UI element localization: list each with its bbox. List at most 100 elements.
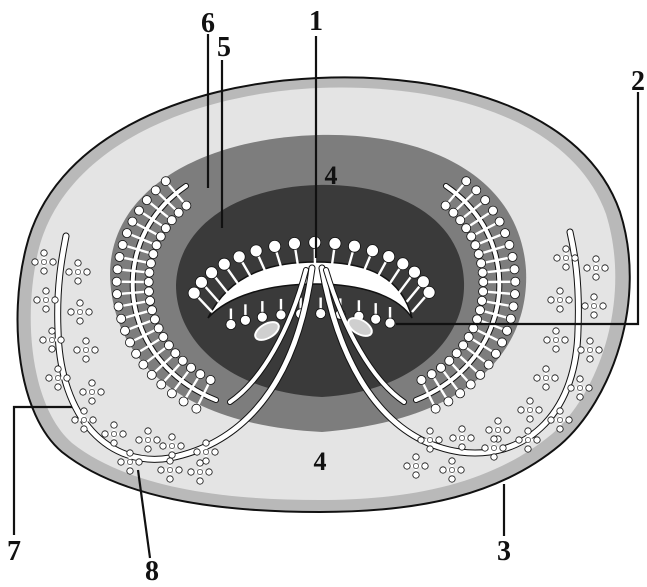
peripheral-gland-left-bud bbox=[58, 337, 64, 343]
peripheral-gland-right-bud bbox=[543, 384, 549, 390]
peripheral-gland-right-bud bbox=[568, 385, 574, 391]
peripheral-gland-left-bud bbox=[158, 467, 164, 473]
central-gland-left bbox=[135, 206, 144, 215]
periurethral-gland bbox=[195, 276, 207, 288]
peripheral-gland-right-bud bbox=[593, 274, 599, 280]
periurethral-gland bbox=[383, 251, 395, 263]
peripheral-gland-left-bud bbox=[89, 398, 95, 404]
central-gland-left bbox=[161, 177, 170, 186]
central-gland-right bbox=[436, 363, 445, 372]
peripheral-gland-right-bud bbox=[596, 347, 602, 353]
central-gland-left bbox=[187, 363, 196, 372]
central-gland-left bbox=[157, 380, 166, 389]
peripheral-gland-left-center bbox=[111, 431, 116, 436]
periurethral-gland bbox=[366, 245, 378, 257]
peripheral-gland-right-center bbox=[543, 375, 548, 380]
peripheral-gland-left-bud bbox=[41, 268, 47, 274]
periurethral-gland-lower bbox=[257, 312, 267, 322]
peripheral-gland-right-bud bbox=[600, 303, 606, 309]
periurethral-gland bbox=[188, 287, 200, 299]
peripheral-gland-left-bud bbox=[83, 338, 89, 344]
central-gland-left bbox=[182, 201, 191, 210]
central-gland-right bbox=[474, 250, 483, 259]
peripheral-gland-right-center bbox=[449, 467, 454, 472]
peripheral-gland-right-center bbox=[527, 407, 532, 412]
peripheral-gland-right-bud bbox=[459, 444, 465, 450]
peripheral-gland-left-bud bbox=[145, 428, 151, 434]
peripheral-gland-left-bud bbox=[55, 384, 61, 390]
peripheral-gland-left-center bbox=[83, 347, 88, 352]
periurethral-gland bbox=[206, 267, 218, 279]
label-1: 1 bbox=[309, 6, 323, 37]
central-gland-right bbox=[459, 341, 468, 350]
central-gland-left bbox=[151, 186, 160, 195]
periurethral-gland-lower bbox=[385, 318, 395, 328]
periurethral-gland-lower bbox=[276, 310, 286, 320]
central-gland-right bbox=[501, 229, 510, 238]
peripheral-gland-right-bud bbox=[563, 264, 569, 270]
central-gland-left bbox=[146, 296, 155, 305]
peripheral-gland-right-bud bbox=[548, 297, 554, 303]
central-gland-right bbox=[445, 356, 454, 365]
central-gland-left bbox=[117, 314, 126, 323]
central-gland-left bbox=[179, 397, 188, 406]
peripheral-gland-left-center bbox=[75, 269, 80, 274]
peripheral-gland-left-center bbox=[145, 437, 150, 442]
peripheral-gland-left-bud bbox=[136, 437, 142, 443]
periurethral-gland bbox=[288, 238, 300, 250]
peripheral-gland-left-bud bbox=[98, 389, 104, 395]
peripheral-gland-right-bud bbox=[418, 437, 424, 443]
central-gland-right bbox=[508, 253, 517, 262]
peripheral-gland-right-center bbox=[557, 297, 562, 302]
peripheral-gland-right-bud bbox=[500, 445, 506, 451]
central-gland-right bbox=[462, 177, 471, 186]
peripheral-gland-left-bud bbox=[206, 469, 212, 475]
central-gland-right bbox=[503, 326, 512, 335]
peripheral-gland-right-bud bbox=[525, 428, 531, 434]
central-gland-left bbox=[113, 290, 122, 299]
peripheral-gland-left-bud bbox=[92, 347, 98, 353]
central-gland-left bbox=[196, 370, 205, 379]
central-gland-left bbox=[154, 324, 163, 333]
peripheral-gland-left-bud bbox=[32, 259, 38, 265]
peripheral-gland-left-bud bbox=[84, 269, 90, 275]
periurethral-gland bbox=[417, 276, 429, 288]
peripheral-gland-left-bud bbox=[77, 318, 83, 324]
peripheral-gland-right-bud bbox=[486, 427, 492, 433]
peripheral-gland-right-center bbox=[563, 255, 568, 260]
central-gland-right bbox=[498, 338, 507, 347]
central-gland-right bbox=[481, 196, 490, 205]
central-gland-left bbox=[146, 259, 155, 268]
periurethral-gland bbox=[250, 245, 262, 257]
peripheral-gland-left-bud bbox=[197, 460, 203, 466]
peripheral-gland-left-bud bbox=[66, 269, 72, 275]
peripheral-gland-right-bud bbox=[557, 426, 563, 432]
central-gland-left bbox=[178, 356, 187, 365]
peripheral-gland-right-bud bbox=[491, 436, 497, 442]
periurethral-gland bbox=[348, 240, 360, 252]
peripheral-gland-left-center bbox=[49, 337, 54, 342]
peripheral-gland-right-bud bbox=[572, 255, 578, 261]
periurethral-gland-lower bbox=[240, 315, 250, 325]
central-gland-left bbox=[144, 287, 153, 296]
peripheral-gland-left-bud bbox=[212, 449, 218, 455]
peripheral-gland-right-bud bbox=[587, 338, 593, 344]
peripheral-gland-left-bud bbox=[46, 375, 52, 381]
peripheral-gland-right-bud bbox=[586, 385, 592, 391]
peripheral-gland-left-center bbox=[169, 443, 174, 448]
peripheral-gland-right-bud bbox=[593, 256, 599, 262]
peripheral-gland-right-bud bbox=[591, 312, 597, 318]
peripheral-gland-right-bud bbox=[504, 427, 510, 433]
peripheral-gland-left-center bbox=[89, 389, 94, 394]
peripheral-gland-left-bud bbox=[43, 306, 49, 312]
central-gland-right bbox=[472, 186, 481, 195]
peripheral-gland-left-bud bbox=[34, 297, 40, 303]
central-gland-right bbox=[506, 314, 515, 323]
peripheral-gland-right-bud bbox=[557, 408, 563, 414]
peripheral-gland-right-bud bbox=[427, 446, 433, 452]
peripheral-gland-left-bud bbox=[118, 459, 124, 465]
peripheral-gland-right-center bbox=[413, 463, 418, 468]
central-gland-left bbox=[142, 196, 151, 205]
peripheral-gland-left-bud bbox=[120, 431, 126, 437]
central-gland-right bbox=[478, 268, 487, 277]
